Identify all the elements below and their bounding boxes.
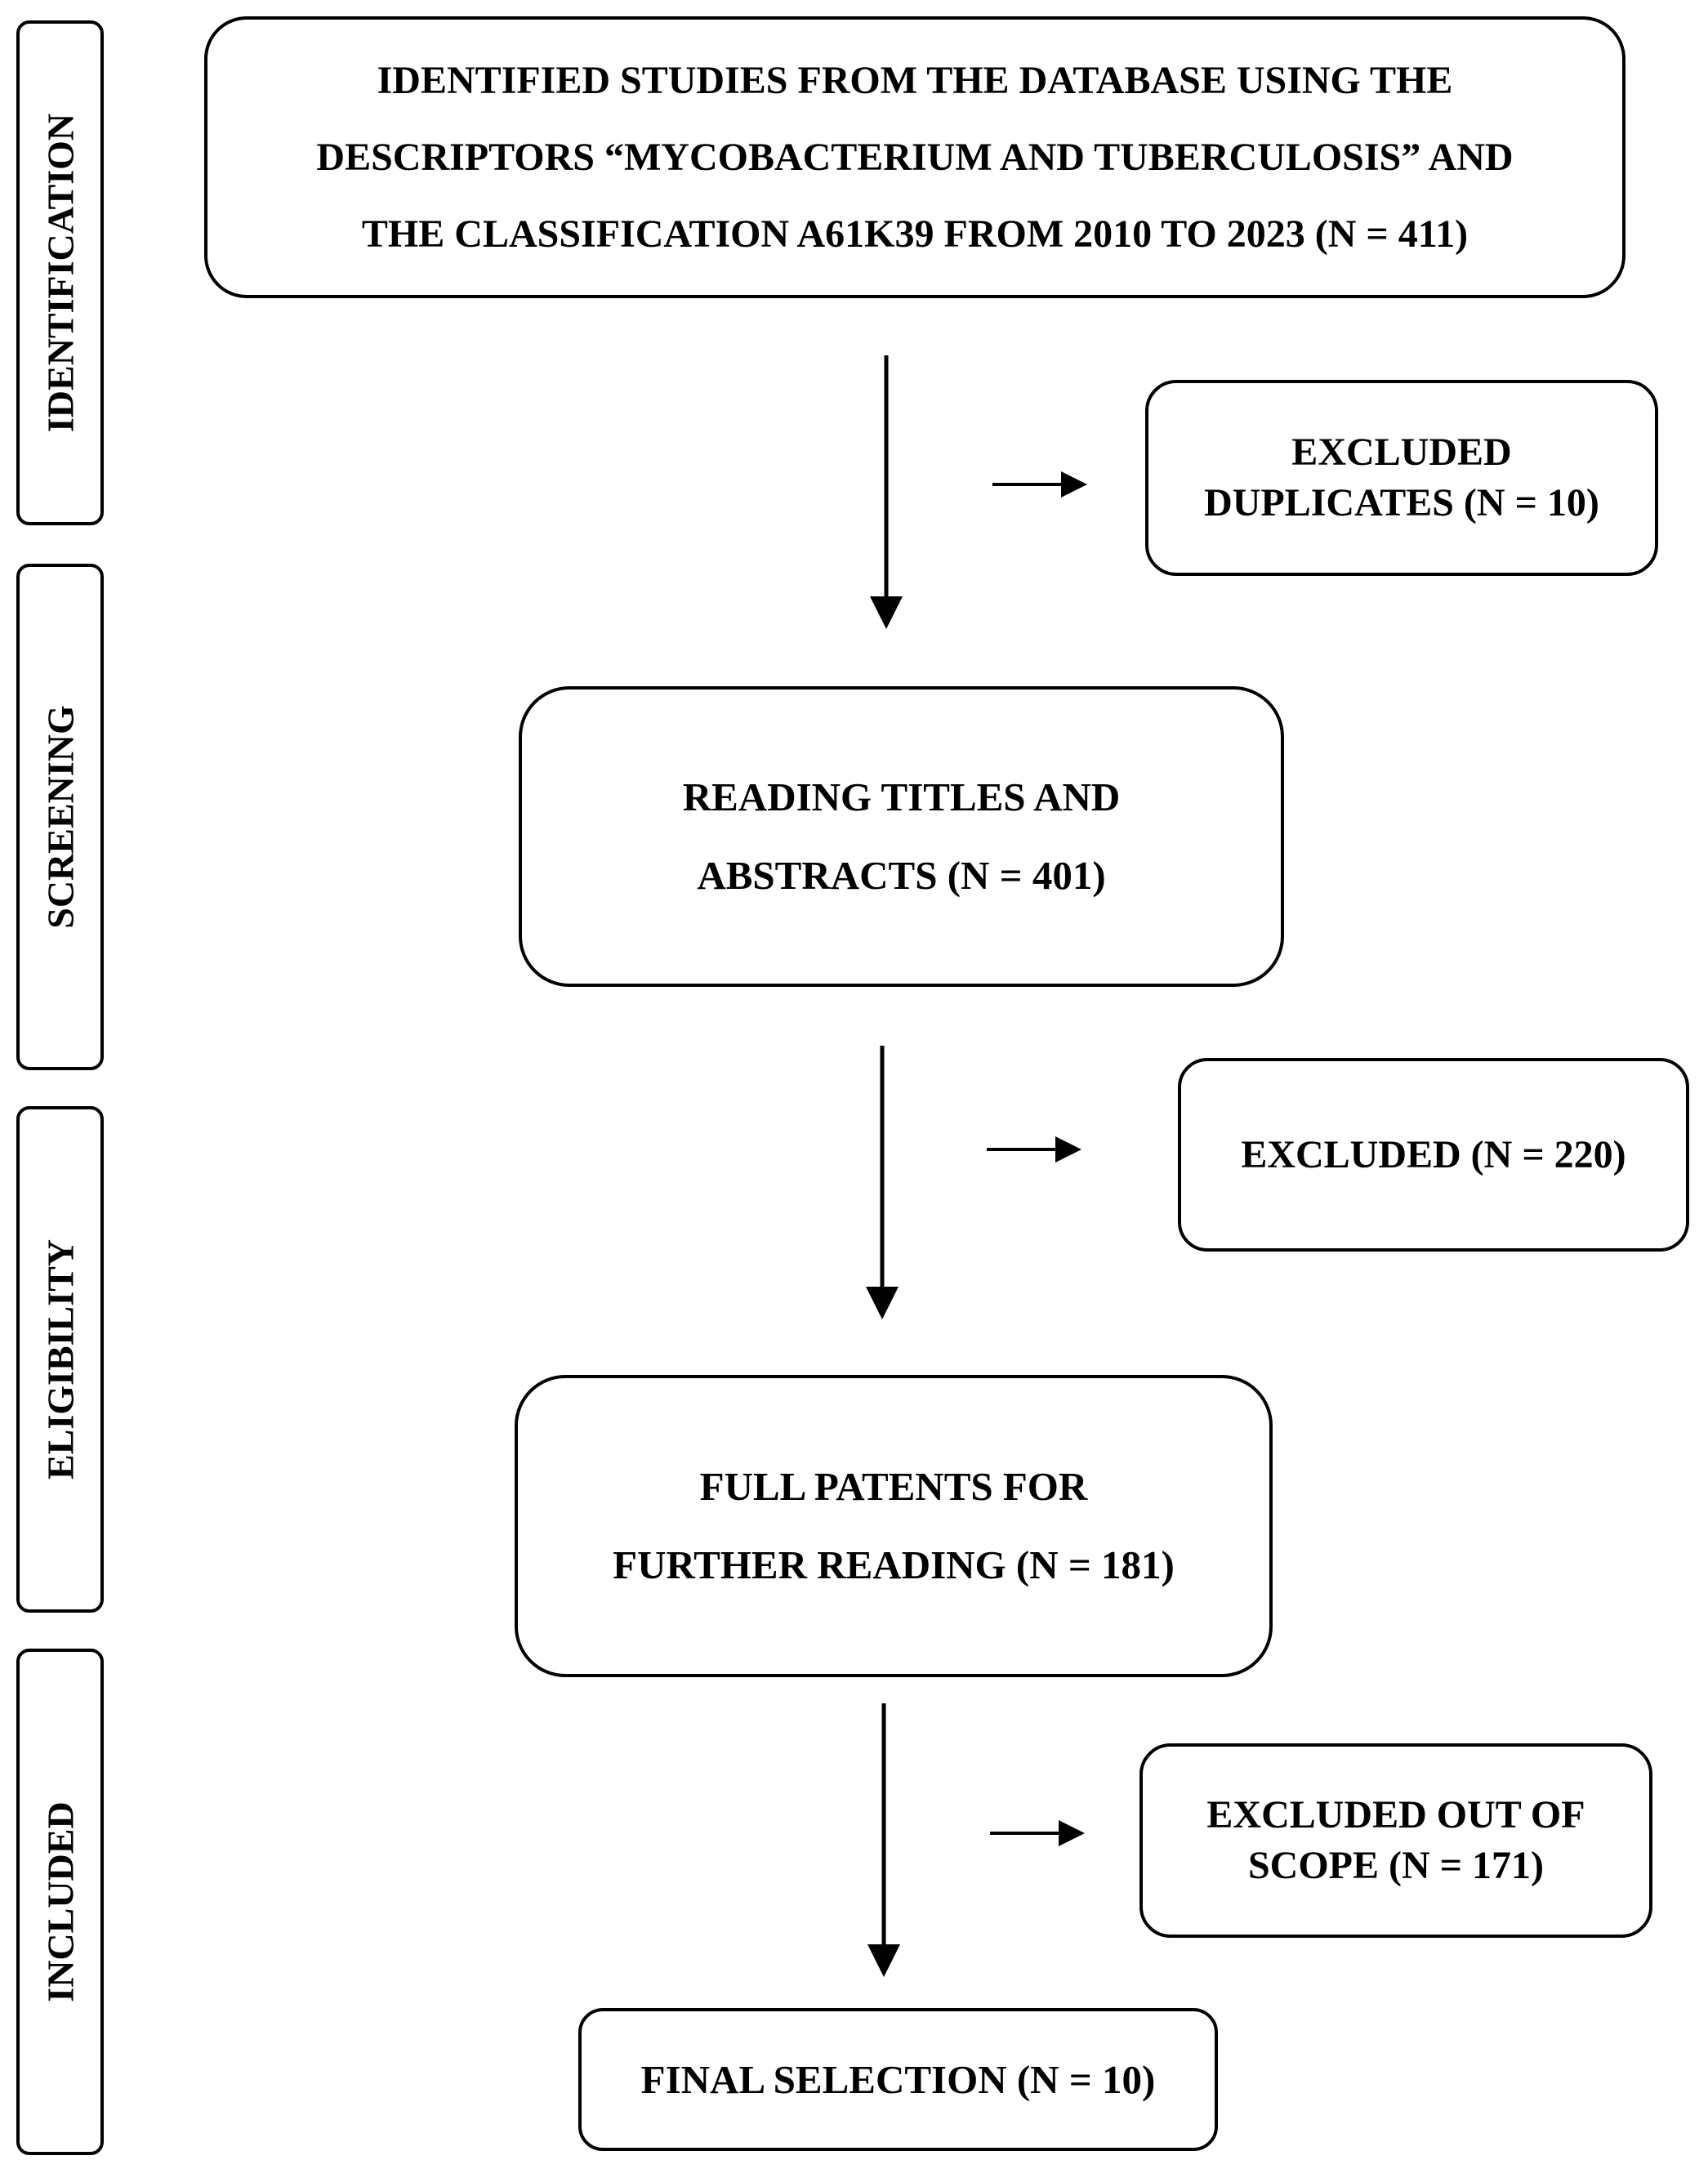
stage-label-screening: SCREENING: [39, 705, 81, 929]
final-selection-line-1: FINAL SELECTION (N = 10): [640, 2056, 1156, 2102]
reading-titles-line-2: ABSTRACTS (N = 401): [697, 853, 1106, 898]
excluded-duplicates-box: EXCLUDED DUPLICATES (N = 10): [1145, 380, 1658, 576]
excluded-duplicates-line-2: DUPLICATES (N = 10): [1204, 481, 1599, 524]
excluded-scope-line-1: EXCLUDED OUT OF: [1206, 1793, 1585, 1836]
identified-studies-box: IDENTIFIED STUDIES FROM THE DATABASE USI…: [204, 16, 1625, 298]
reading-titles-box: READING TITLES AND ABSTRACTS (N = 401): [519, 686, 1284, 987]
identified-studies-line-1: IDENTIFIED STUDIES FROM THE DATABASE USI…: [377, 58, 1453, 102]
stage-included: INCLUDED: [16, 1649, 104, 2155]
final-selection-box: FINAL SELECTION (N = 10): [578, 2008, 1218, 2151]
excluded-out-of-scope-box: EXCLUDED OUT OF SCOPE (N = 171): [1139, 1743, 1652, 1938]
stage-eligibility: ELIGIBILITY: [16, 1106, 104, 1613]
stage-identification: IDENTIFICATION: [16, 20, 104, 525]
identified-studies-line-3: THE CLASSIFICATION A61K39 FROM 2010 TO 2…: [361, 212, 1469, 256]
stage-screening: SCREENING: [16, 564, 104, 1070]
full-patents-line-1: FULL PATENTS FOR: [699, 1464, 1088, 1509]
excluded-220-line-1: EXCLUDED (N = 220): [1241, 1132, 1626, 1176]
identified-studies-line-2: DESCRIPTORS “MYCOBACTERIUM AND TUBERCULO…: [316, 135, 1514, 179]
excluded-220-box: EXCLUDED (N = 220): [1178, 1058, 1689, 1252]
excluded-scope-line-2: SCOPE (N = 171): [1247, 1844, 1544, 1887]
full-patents-line-2: FURTHER READING (N = 181): [613, 1542, 1175, 1587]
stage-label-eligibility: ELIGIBILITY: [39, 1238, 81, 1480]
reading-titles-line-1: READING TITLES AND: [682, 774, 1121, 819]
stage-label-identification: IDENTIFICATION: [39, 113, 81, 433]
full-patents-box: FULL PATENTS FOR FURTHER READING (N = 18…: [515, 1375, 1273, 1677]
excluded-duplicates-line-1: EXCLUDED: [1291, 431, 1512, 474]
stage-label-included: INCLUDED: [39, 1801, 81, 2002]
